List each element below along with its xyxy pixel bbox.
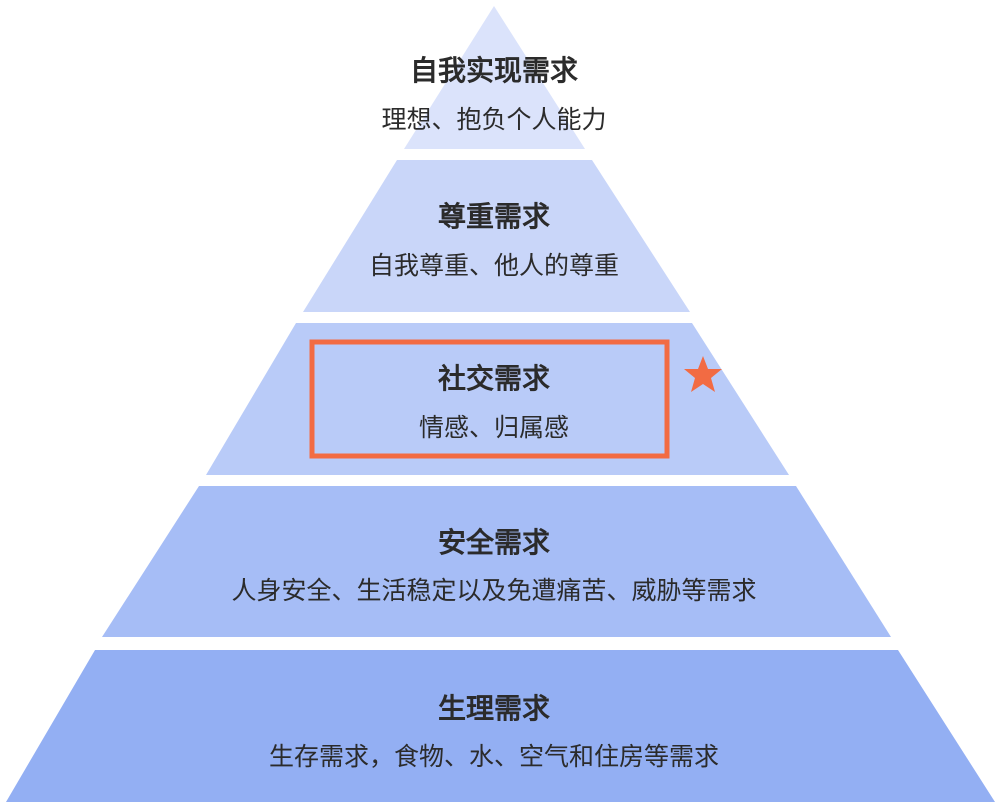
level-physiological-description: 生存需求，食物、水、空气和住房等需求 bbox=[269, 742, 719, 771]
star-icon bbox=[684, 356, 722, 392]
level-esteem-description: 自我尊重、他人的尊重 bbox=[369, 251, 619, 280]
level-social: 社交需求 情感、归属感 bbox=[206, 323, 789, 475]
level-esteem-shape bbox=[303, 160, 690, 312]
level-self-actualization-shape bbox=[404, 6, 585, 149]
level-safety: 安全需求 人身安全、生活稳定以及免遭痛苦、威胁等需求 bbox=[102, 486, 891, 637]
highlight-box bbox=[309, 339, 670, 459]
level-physiological-shape bbox=[6, 650, 995, 802]
level-social-shape bbox=[206, 323, 789, 475]
level-social-description: 情感、归属感 bbox=[419, 413, 569, 442]
level-physiological-title: 生理需求 bbox=[438, 692, 550, 725]
level-safety-title: 安全需求 bbox=[438, 526, 550, 559]
level-social-title: 社交需求 bbox=[438, 362, 550, 395]
level-esteem: 尊重需求 自我尊重、他人的尊重 bbox=[303, 160, 690, 312]
level-self-actualization-title: 自我实现需求 bbox=[410, 54, 578, 87]
level-self-actualization-description: 理想、抱负个人能力 bbox=[381, 105, 606, 134]
level-physiological: 生理需求 生存需求，食物、水、空气和住房等需求 bbox=[6, 650, 995, 802]
level-safety-shape bbox=[102, 486, 891, 637]
level-self-actualization: 自我实现需求 理想、抱负个人能力 bbox=[381, 6, 607, 149]
level-safety-description: 人身安全、生活稳定以及免遭痛苦、威胁等需求 bbox=[231, 576, 756, 605]
level-esteem-title: 尊重需求 bbox=[438, 200, 550, 233]
